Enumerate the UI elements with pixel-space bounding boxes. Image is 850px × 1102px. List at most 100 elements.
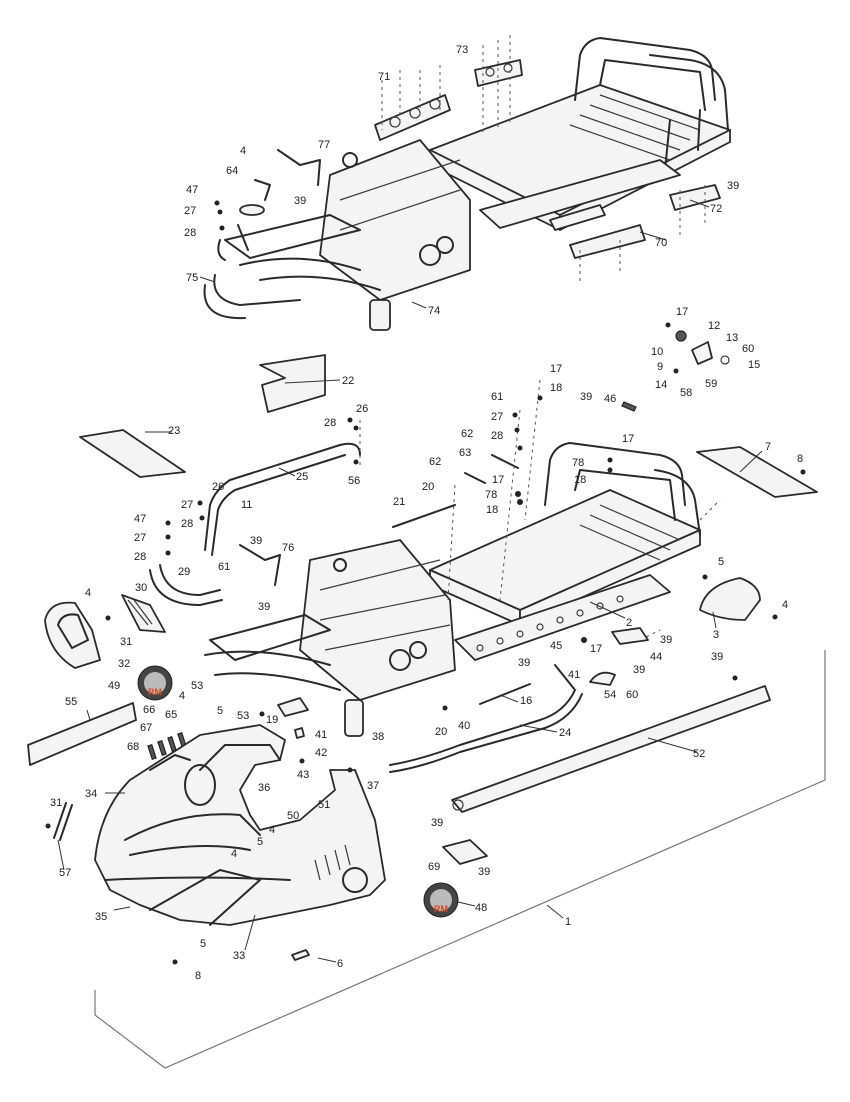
callout-55: 55 — [65, 696, 77, 708]
callout-60: 60 — [742, 343, 754, 355]
callout-63: 63 — [459, 447, 471, 459]
callout-26: 26 — [356, 403, 368, 415]
callout-49: 49 — [108, 680, 120, 692]
lower-frame-assembly — [149, 379, 721, 773]
callout-7: 7 — [765, 441, 771, 453]
callout-39: 39 — [711, 651, 723, 663]
callout-72: 72 — [710, 203, 722, 215]
callout-39: 39 — [294, 195, 306, 207]
callout-11: 11 — [241, 499, 252, 511]
callout-39: 39 — [660, 634, 672, 646]
callout-51: 51 — [318, 799, 330, 811]
callout-43: 43 — [297, 769, 309, 781]
callout-39: 39 — [431, 817, 443, 829]
callout-39: 39 — [727, 180, 739, 192]
callout-12: 12 — [708, 320, 720, 332]
fastener-dots — [45, 200, 806, 965]
callout-17: 17 — [550, 363, 562, 375]
callout-14: 14 — [655, 379, 667, 391]
callout-15: 15 — [748, 359, 760, 371]
callout-20: 20 — [435, 726, 447, 738]
loose-parts — [27, 330, 818, 961]
callout-3: 3 — [713, 629, 719, 641]
callout-26: 26 — [212, 481, 224, 493]
brand-logo-badge: RM — [137, 665, 173, 701]
callout-44: 44 — [650, 651, 662, 663]
callout-68: 68 — [127, 741, 139, 753]
callout-18: 18 — [574, 474, 586, 486]
callout-5: 5 — [200, 938, 206, 950]
callout-28: 28 — [491, 430, 503, 442]
callout-27: 27 — [491, 411, 503, 423]
callout-5: 5 — [257, 836, 263, 848]
callout-53: 53 — [191, 680, 203, 692]
callout-17: 17 — [622, 433, 634, 445]
callout-57: 57 — [59, 867, 71, 879]
callout-59: 59 — [705, 378, 717, 390]
callout-40: 40 — [458, 720, 470, 732]
callout-4: 4 — [231, 848, 237, 860]
callout-77: 77 — [318, 139, 330, 151]
callout-6: 6 — [337, 958, 343, 970]
callout-46: 46 — [604, 393, 616, 405]
callout-19: 19 — [266, 714, 278, 726]
brand-logo-badge: RM — [423, 882, 459, 918]
callout-10: 10 — [651, 346, 663, 358]
callout-17: 17 — [676, 306, 688, 318]
callout-33: 33 — [233, 950, 245, 962]
callout-32: 32 — [118, 658, 130, 670]
callout-35: 35 — [95, 911, 107, 923]
callout-37: 37 — [367, 780, 379, 792]
callout-58: 58 — [680, 387, 692, 399]
callout-42: 42 — [315, 747, 327, 759]
callout-28: 28 — [134, 551, 146, 563]
callout-67: 67 — [140, 722, 152, 734]
callout-2: 2 — [626, 617, 632, 629]
upper-frame-assembly — [203, 35, 731, 331]
callout-39: 39 — [258, 601, 270, 613]
callout-39: 39 — [580, 391, 592, 403]
svg-text:RM: RM — [148, 687, 162, 697]
callout-74: 74 — [428, 305, 440, 317]
callout-31: 31 — [120, 636, 132, 648]
callout-78: 78 — [572, 457, 584, 469]
callout-64: 64 — [226, 165, 238, 177]
callout-45: 45 — [550, 640, 562, 652]
callout-38: 38 — [372, 731, 384, 743]
callout-69: 69 — [428, 861, 440, 873]
callout-21: 21 — [393, 496, 405, 508]
callout-39: 39 — [478, 866, 490, 878]
callout-53: 53 — [237, 710, 249, 722]
callout-28: 28 — [324, 417, 336, 429]
callout-27: 27 — [184, 205, 196, 217]
callout-62: 62 — [461, 428, 473, 440]
callout-22: 22 — [342, 375, 354, 387]
callout-60: 60 — [626, 689, 638, 701]
callout-61: 61 — [218, 561, 230, 573]
leader-lines — [57, 199, 763, 963]
callout-54: 54 — [604, 689, 616, 701]
callout-36: 36 — [258, 782, 270, 794]
callout-24: 24 — [559, 727, 571, 739]
callout-17: 17 — [590, 643, 602, 655]
callout-52: 52 — [693, 748, 705, 760]
callout-66: 66 — [143, 704, 155, 716]
callout-41: 41 — [568, 669, 580, 681]
callout-61: 61 — [491, 391, 503, 403]
callout-78: 78 — [485, 489, 497, 501]
callout-8: 8 — [195, 970, 201, 982]
callout-56: 56 — [348, 475, 360, 487]
svg-text:RM: RM — [434, 904, 448, 914]
callout-27: 27 — [134, 532, 146, 544]
callout-labels: 1 2 3 4 4 4 4 4 4 5 5 5 5 6 7 8 8 9 10 1… — [50, 44, 803, 982]
callout-5: 5 — [217, 705, 223, 717]
callout-41: 41 — [315, 729, 327, 741]
callout-1: 1 — [565, 916, 571, 928]
callout-30: 30 — [135, 582, 147, 594]
callout-27: 27 — [181, 499, 193, 511]
callout-4: 4 — [85, 587, 91, 599]
callout-23: 23 — [168, 425, 180, 437]
callout-8: 8 — [797, 453, 803, 465]
callout-29: 29 — [178, 566, 190, 578]
